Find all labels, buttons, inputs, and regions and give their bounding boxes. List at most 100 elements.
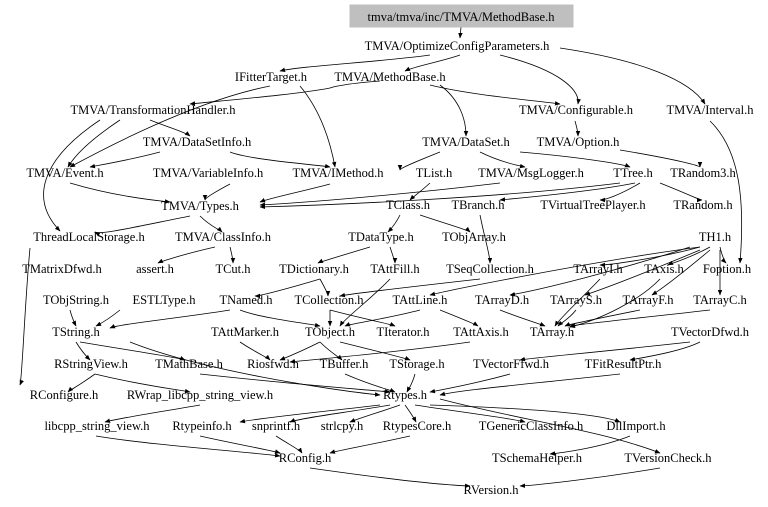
dependency-edge <box>202 183 231 201</box>
node-rconfig[interactable]: RConfig.h <box>279 451 332 465</box>
node-tversioncheck[interactable]: TVersionCheck.h <box>624 451 712 465</box>
node-tattline[interactable]: TAttLine.h <box>393 293 449 307</box>
node-trandom[interactable]: TRandom.h <box>673 198 733 212</box>
dependency-edge <box>458 26 463 39</box>
dependency-edge <box>239 341 271 361</box>
dependency-edge <box>69 309 77 327</box>
node-tarrayc[interactable]: TArrayC.h <box>693 293 747 307</box>
node-strlcpy[interactable]: strlcpy.h <box>321 419 364 433</box>
node-interval[interactable]: TMVA/Interval.h <box>667 103 755 117</box>
node-datasetinfo[interactable]: TMVA/DataSetInfo.h <box>143 135 252 149</box>
node-tfitresultptr[interactable]: TFitResultPtr.h <box>585 357 663 371</box>
dependency-edge <box>519 151 631 168</box>
node-tclass[interactable]: TClass.h <box>386 198 431 212</box>
node-assert[interactable]: assert.h <box>136 262 175 276</box>
node-tarrays[interactable]: TArrayS.h <box>550 293 603 307</box>
node-rwrap-libcpp-string-view[interactable]: RWrap_libcpp_string_view.h <box>127 388 274 402</box>
node-tmatrixdfwd[interactable]: TMatrixDfwd.h <box>22 262 102 276</box>
node-tdatatype[interactable]: TDataType.h <box>348 230 414 244</box>
node-tmva-methodbase[interactable]: TMVA/MethodBase.h <box>334 70 446 84</box>
node-tvirtualtreeplayer[interactable]: TVirtualTreePlayer.h <box>540 198 646 212</box>
dependency-edge <box>559 47 706 105</box>
node-tattfill[interactable]: TAttFill.h <box>370 262 420 276</box>
node-option[interactable]: TMVA/Option.h <box>537 135 621 149</box>
dependency-edge <box>419 214 471 233</box>
dependency-edge <box>329 435 411 454</box>
node-dataset[interactable]: TMVA/DataSet.h <box>422 135 510 149</box>
node-foption[interactable]: Foption.h <box>703 262 752 276</box>
node-th1[interactable]: TH1.h <box>699 230 732 244</box>
node-rtypeinfo[interactable]: Rtypeinfo.h <box>172 419 232 433</box>
node-tbranch[interactable]: TBranch.h <box>451 198 505 212</box>
dependency-edge <box>189 80 381 106</box>
node-libcpp-string-view[interactable]: libcpp_string_view.h <box>44 419 150 433</box>
node-snprintf[interactable]: snprintf.h <box>252 419 301 433</box>
node-tarrayd[interactable]: TArrayD.h <box>475 293 530 307</box>
node-tvectorffwd[interactable]: TVectorFfwd.h <box>473 357 550 371</box>
node-rconfigure[interactable]: RConfigure.h <box>30 388 99 402</box>
node-ttree[interactable]: TTree.h <box>613 166 653 180</box>
dependency-edge <box>94 215 191 237</box>
node-configurable[interactable]: TMVA/Configurable.h <box>519 103 634 117</box>
node-tdictionary[interactable]: TDictionary.h <box>279 262 349 276</box>
node-estltype[interactable]: ESTLType.h <box>133 293 197 307</box>
node-rtypescore[interactable]: RtypesCore.h <box>383 419 452 433</box>
dependency-edge <box>239 404 381 424</box>
node-tcut[interactable]: TCut.h <box>215 262 251 276</box>
node-transformation-handler[interactable]: TMVA/TransformationHandler.h <box>71 103 237 117</box>
dependency-edge <box>289 341 471 364</box>
dependency-edge <box>109 309 231 329</box>
node-variableinfo[interactable]: TMVA/VariableInfo.h <box>153 166 264 180</box>
dependency-edge <box>229 246 236 264</box>
dependency-edge <box>317 246 371 264</box>
node-ifittertarget[interactable]: IFitterTarget.h <box>235 70 308 84</box>
node-tvectordfwd[interactable]: TVectorDfwd.h <box>671 325 750 339</box>
node-threadlocalstorage[interactable]: ThreadLocalStorage.h <box>33 230 145 244</box>
dependency-edge <box>19 247 31 386</box>
node-tobjstring[interactable]: TObjString.h <box>43 293 110 307</box>
node-trandom3[interactable]: TRandom3.h <box>670 166 736 180</box>
dependency-edge <box>149 119 191 137</box>
node-tstring[interactable]: TString.h <box>52 325 100 339</box>
node-imethod[interactable]: TMVA/IMethod.h <box>292 166 384 180</box>
node-tgenericclassinfo[interactable]: TGenericClassInfo.h <box>479 419 584 433</box>
node-tobjarray[interactable]: TObjArray.h <box>442 230 507 244</box>
node-tstorage[interactable]: TStorage.h <box>389 357 445 371</box>
node-titerator[interactable]: TIterator.h <box>376 325 430 339</box>
dependency-edge <box>406 373 416 393</box>
node-taxis[interactable]: TAxis.h <box>644 262 684 276</box>
node-tcollection[interactable]: TCollection.h <box>294 293 364 307</box>
node-rversion[interactable]: RVersion.h <box>464 483 520 497</box>
node-tbuffer[interactable]: TBuffer.h <box>320 357 369 371</box>
dependency-edge <box>344 373 396 393</box>
node-tschemahelper[interactable]: TSchemaHelper.h <box>492 451 583 465</box>
dependency-edge <box>75 341 91 361</box>
node-msglogger[interactable]: TMVA/MsgLogger.h <box>478 166 584 180</box>
node-tobject[interactable]: TObject.h <box>305 325 356 339</box>
node-rstringview[interactable]: RStringView.h <box>54 357 129 371</box>
node-tarrayi[interactable]: TArrayI.h <box>573 262 623 276</box>
node-optimize-config-parameters[interactable]: TMVA/OptimizeConfigParameters.h <box>365 39 551 53</box>
dependency-edge <box>429 84 561 106</box>
node-tseqcollection[interactable]: TSeqCollection.h <box>446 262 535 276</box>
dependency-edge <box>94 373 191 394</box>
node-tarray[interactable]: TArray.h <box>530 325 575 339</box>
node-event[interactable]: TMVA/Event.h <box>26 166 104 180</box>
dependency-edge <box>289 404 391 423</box>
node-dllimport[interactable]: DllImport.h <box>606 419 666 433</box>
dependency-edge <box>339 278 391 327</box>
node-tarrayf[interactable]: TArrayF.h <box>622 293 674 307</box>
dependency-edge <box>709 120 743 264</box>
node-tmathbase[interactable]: TMathBase.h <box>155 357 223 371</box>
node-classinfo[interactable]: TMVA/ClassInfo.h <box>175 230 272 244</box>
node-tlist[interactable]: TList.h <box>416 166 453 180</box>
node-types[interactable]: TMVA/Types.h <box>161 199 239 213</box>
node-tattmarker[interactable]: TAttMarker.h <box>211 325 280 339</box>
dependency-edge <box>319 341 343 361</box>
node-tattaxis[interactable]: TAttAxis.h <box>453 325 509 339</box>
node-rtypes[interactable]: Rtypes.h <box>383 388 428 402</box>
node-tnamed[interactable]: TNamed.h <box>219 293 273 307</box>
dependency-edge <box>67 373 96 393</box>
node-riosfwd[interactable]: Riosfwd.h <box>247 357 299 371</box>
